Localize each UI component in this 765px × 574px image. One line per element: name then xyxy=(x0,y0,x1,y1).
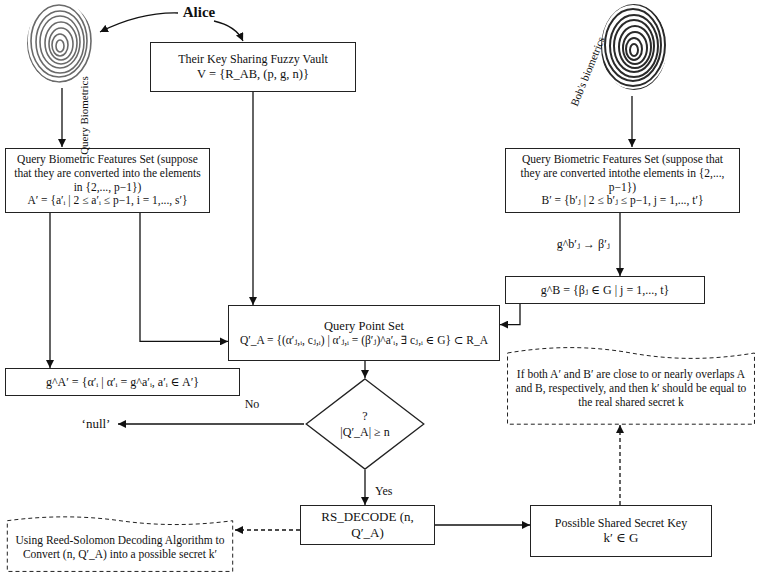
node-text: V = {R_AB, (p, g, n)} xyxy=(197,67,309,82)
biometric-arrow xyxy=(631,96,632,147)
connector-arrow xyxy=(140,213,228,341)
node-text: Query Point Set xyxy=(324,319,404,334)
dashed-connector xyxy=(619,425,620,505)
alice-arrow xyxy=(100,13,178,32)
connector-arrow xyxy=(252,92,253,305)
note-outline xyxy=(7,517,232,572)
node-text: k′ ∈ G xyxy=(604,530,639,546)
dashed-connector xyxy=(235,529,300,530)
image-caption: Bob's biometrics xyxy=(568,35,608,108)
node-text: Possible Shared Secret Key xyxy=(555,516,687,530)
connector-arrow xyxy=(364,470,365,505)
actor-name: Alice xyxy=(183,3,215,21)
diamond-outline xyxy=(305,378,425,470)
fingerprint-image xyxy=(597,0,669,90)
node-text: Query Biometric Features Set (suppose th… xyxy=(512,153,733,194)
diamond-outline xyxy=(306,379,424,469)
node-text: RS_DECODE (n, Q′_A) xyxy=(307,509,428,540)
alice-arrow xyxy=(214,21,243,41)
query-point-box: Query Point SetQ′_A = {(α′ⱼ,ᵢ, cⱼ,ᵢ) | α… xyxy=(228,305,500,361)
set-box: g^A′ = {α′ᵢ | α′ᵢ = g^a′ᵢ, a′ᵢ ∈ A′} xyxy=(5,368,240,396)
connector-arrow xyxy=(435,524,530,525)
node-text: g^B = {βⱼ ∈ G | j = 1,..., t} xyxy=(541,283,670,297)
biometric-arrow xyxy=(61,88,62,147)
connector-arrow xyxy=(619,213,620,276)
branch-label: No xyxy=(245,397,260,411)
note-box: Using Reed-Solomon Decoding Algorithm to… xyxy=(5,515,235,572)
set-box: g^B = {βⱼ ∈ G | j = 1,..., t} xyxy=(505,276,705,304)
connector-arrow xyxy=(500,304,520,325)
node-text: g^A′ = {α′ᵢ | α′ᵢ = g^a′ᵢ, a′ᵢ ∈ A′} xyxy=(46,375,199,389)
key-box: Possible Shared Secret Keyk′ ∈ G xyxy=(530,505,712,557)
connector-arrow xyxy=(364,361,365,378)
node-text: If both A′ and B′ are close to or nearly… xyxy=(514,368,748,409)
fingerprint-image xyxy=(23,0,95,86)
result-label: ‘null’ xyxy=(82,416,111,432)
edge-label: Yes xyxy=(373,484,394,498)
process-box: RS_DECODE (n, Q′_A) xyxy=(300,505,435,545)
connector-arrow xyxy=(49,213,50,368)
feature-set-box: Query Biometric Features Set (suppose th… xyxy=(505,148,740,213)
image-caption: Query Biometrics xyxy=(77,77,90,156)
node-text: Their Key Sharing Fuzzy Vault xyxy=(178,52,328,66)
edge-label: g^b′ⱼ → β′ⱼ xyxy=(555,237,612,251)
feature-set-box: Query Biometric Features Set (suppose th… xyxy=(5,148,210,213)
note-box: If both A′ and B′ are close to or nearly… xyxy=(505,345,757,425)
decision-diamond: ? |Q′_A| ≥ n xyxy=(305,378,425,470)
no-branch-arrow xyxy=(118,423,304,424)
node-text: |Q′_A| ≥ n xyxy=(340,425,389,439)
node-text: Q′_A = {(α′ⱼ,ᵢ, cⱼ,ᵢ) | α′ⱼ,ᵢ = (β′ⱼ)^a′… xyxy=(240,334,488,348)
node-text: B′ = {b′ⱼ | 2 ≤ b′ⱼ ≤ p−1, j = 1,..., t′… xyxy=(542,194,704,208)
node-text: A′ = {a′ᵢ | 2 ≤ a′ᵢ ≤ p−1, i = 1,..., s′… xyxy=(27,194,187,208)
note-outline xyxy=(508,348,755,425)
node-text: Using Reed-Solomon Decoding Algorithm to… xyxy=(14,534,226,562)
node-text: ? xyxy=(362,409,367,423)
vault-box: Their Key Sharing Fuzzy VaultV = {R_AB, … xyxy=(150,42,356,92)
node-text: Query Biometric Features Set (suppose th… xyxy=(12,153,203,194)
